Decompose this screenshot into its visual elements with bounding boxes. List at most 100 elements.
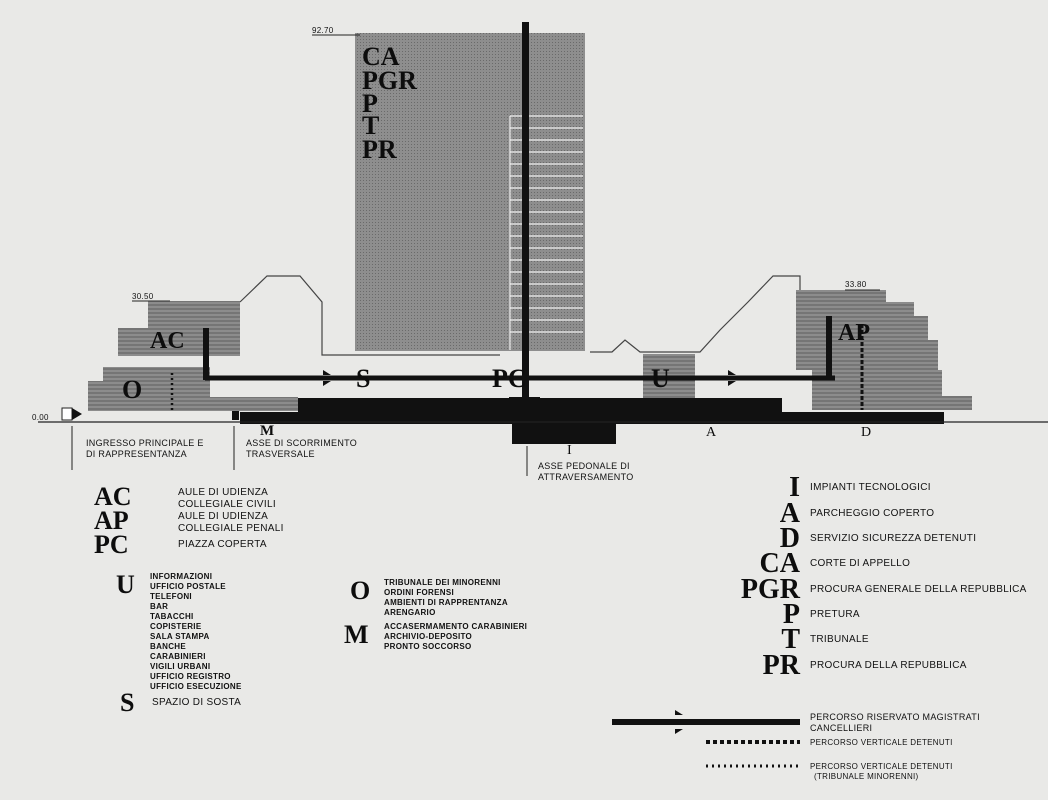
section-label-ac: AC [150,328,185,354]
legend-code-pr: PR [762,650,800,681]
tower-code-pr: PR [362,135,397,164]
legend-code-i: I [789,472,800,503]
legend-u-item: UFFICIO ESECUZIONE [150,682,242,691]
legend-entry-ap: AP AULE DI UDIENZA COLLEGIALE PENALI [94,508,298,535]
podium-slab [298,398,782,412]
ap-vertical-link [826,316,832,380]
legend-o-item: ARENGARIO [384,608,436,617]
tower-code-pgr: PGR [362,66,417,95]
legend-entry-p: P PRETURA [700,601,860,629]
legend-code-m: M [344,620,369,649]
legend-code-p: P [782,599,800,630]
legend-entry-pgr: PGR PROCURA GENERALE DELLA REPUBBLICA [700,576,1027,604]
legend-entry-pr: PR PROCURA DELLA REPUBBLICA [700,652,967,680]
legend-u-item: BAR [150,602,169,611]
path-arrow-2 [323,381,331,386]
legend-code-ca: CA [759,548,800,579]
legend-code-a: A [779,498,800,529]
legend-o-item: AMBIENTI DI RAPPRENTANZA [384,598,508,607]
legend-entry-ac: AC AULE DI UDIENZA COLLEGIALE CIVILI [94,484,298,511]
right-terraced-block [796,290,972,410]
callout-transverse-axis: ASSE DI SCORRIMENTO TRASVERSALE [246,438,358,459]
legend-o-item: TRIBUNALE DEI MINORENNI [384,578,501,587]
legend-text-a: PARCHEGGIO COPERTO [810,508,935,519]
basement-parking [240,412,944,424]
legend-text-s: SPAZIO DI SOSTA [152,697,242,708]
path-legend-minors-sub: (TRIBUNALE MINORENNI) [814,772,919,781]
legend-code-d: D [779,523,800,554]
legend-list-m: ACCASERMAMENTO CARABINIERI ARCHIVIO-DEPO… [384,622,527,652]
elevation-ground-label: 0.00 [32,413,49,422]
legend-code-pc: PC [94,530,129,559]
callout-leaders [71,426,528,476]
legend-u-item: UFFICIO POSTALE [150,582,226,591]
entrance-marker [232,411,239,420]
legend-code-ap: AP [94,506,129,535]
legend-entry-ca: CA CORTE DI APPELLO [700,550,910,578]
legend-u-item: COPISTERIE [150,622,202,631]
legend-list-o: TRIBUNALE DEI MINORENNI ORDINI FORENSI A… [384,578,508,618]
legend-entry-u: U INFORMAZIONI UFFICIO POSTALE TELEFONI … [116,572,242,692]
legend-code-u: U [116,570,135,599]
ac-vertical-link [203,328,209,380]
legend-list-u: INFORMAZIONI UFFICIO POSTALE TELEFONI BA… [150,572,242,692]
callout-entrance: INGRESSO PRINCIPALE E DI RAPPRESENTANZA [86,438,204,459]
legend-code-pgr: PGR [740,574,800,605]
legend-arrow-1 [675,710,683,715]
legend-entry-m: M ACCASERMAMENTO CARABINIERI ARCHIVIO-DE… [344,622,527,652]
callout-pedestrian-axis: ASSE PEDONALE DI ATTRAVERSAMENTO [538,461,634,482]
legend-text-ca: CORTE DI APPELLO [810,558,911,569]
legend-text-t: TRIBUNALE [810,634,869,645]
elevation-right-label: 33.80 [845,280,867,289]
legend-code-s: S [120,688,135,717]
tower-code-p: P [362,89,378,118]
legend-entry-i: I IMPIANTI TECNOLOGICI [700,474,931,502]
section-label-o: O [122,375,143,404]
legend-entry-o: O TRIBUNALE DEI MINORENNI ORDINI FORENSI… [350,578,508,618]
legend-text-ac: AULE DI UDIENZA COLLEGIALE CIVILI [178,487,276,510]
legend-entry-pc: PC PIAZZA COPERTA [94,532,267,558]
legend-m-item: ACCASERMAMENTO CARABINIERI [384,622,528,631]
tower-code-t: T [362,111,380,140]
roof-profile-left [239,275,500,356]
legend-u-item: CARABINIERI [150,652,206,661]
path-arrow-1 [323,370,331,375]
tower-code-stack: CA PGR P T PR [362,42,417,164]
entrance-door [61,407,73,421]
path-arrow-4 [728,381,736,386]
legend-text-pgr: PROCURA GENERALE DELLA REPUBBLICA [810,584,1027,595]
section-label-i: I [567,443,572,458]
left-terraced-block [88,301,298,411]
section-label-ap: AP [838,320,870,346]
legend-entry-d: D SERVIZIO SICUREZZA DETENUTI [700,525,976,553]
legend-text-p: PRETURA [810,609,860,620]
legend-entry-s: S SPAZIO DI SOSTA [120,690,241,716]
legend-text-ap: AULE DI UDIENZA COLLEGIALE PENALI [178,511,284,534]
legend-code-ac: AC [94,482,132,511]
section-label-pc: PC [492,364,527,393]
legend-code-o: O [350,576,371,605]
legend-u-item: VIGILI URBANI [150,662,211,671]
entrance-arrow [72,408,82,420]
legend-m-item: ARCHIVIO-DEPOSITO [384,632,473,641]
section-label-u: U [651,364,670,393]
path-legend-magistrates: PERCORSO RISERVATO MAGISTRATI CANCELLIER… [810,712,980,733]
legend-text-i: IMPIANTI TECNOLOGICI [810,482,931,493]
tower-code-ca: CA [362,42,400,71]
legend-u-item: INFORMAZIONI [150,572,213,581]
section-label-a: A [706,425,717,440]
section-label-d: D [861,425,872,440]
path-legend-detainees: PERCORSO VERTICALE DETENUTI [810,738,953,747]
path-arrow-3 [728,370,736,375]
legend-u-item: TELEFONI [150,592,192,601]
section-label-m: M [260,423,275,439]
legend-code-t: T [781,624,800,655]
section-label-s: S [356,364,371,393]
path-legend-minors: PERCORSO VERTICALE DETENUTI [810,762,953,771]
legend-u-item: SALA STAMPA [150,632,210,641]
roof-profile-right [590,275,801,353]
elevation-left-label: 30.50 [132,292,154,301]
legend-u-item: BANCHE [150,642,187,651]
legend-text-pr: PROCURA DELLA REPUBBLICA [810,660,967,671]
